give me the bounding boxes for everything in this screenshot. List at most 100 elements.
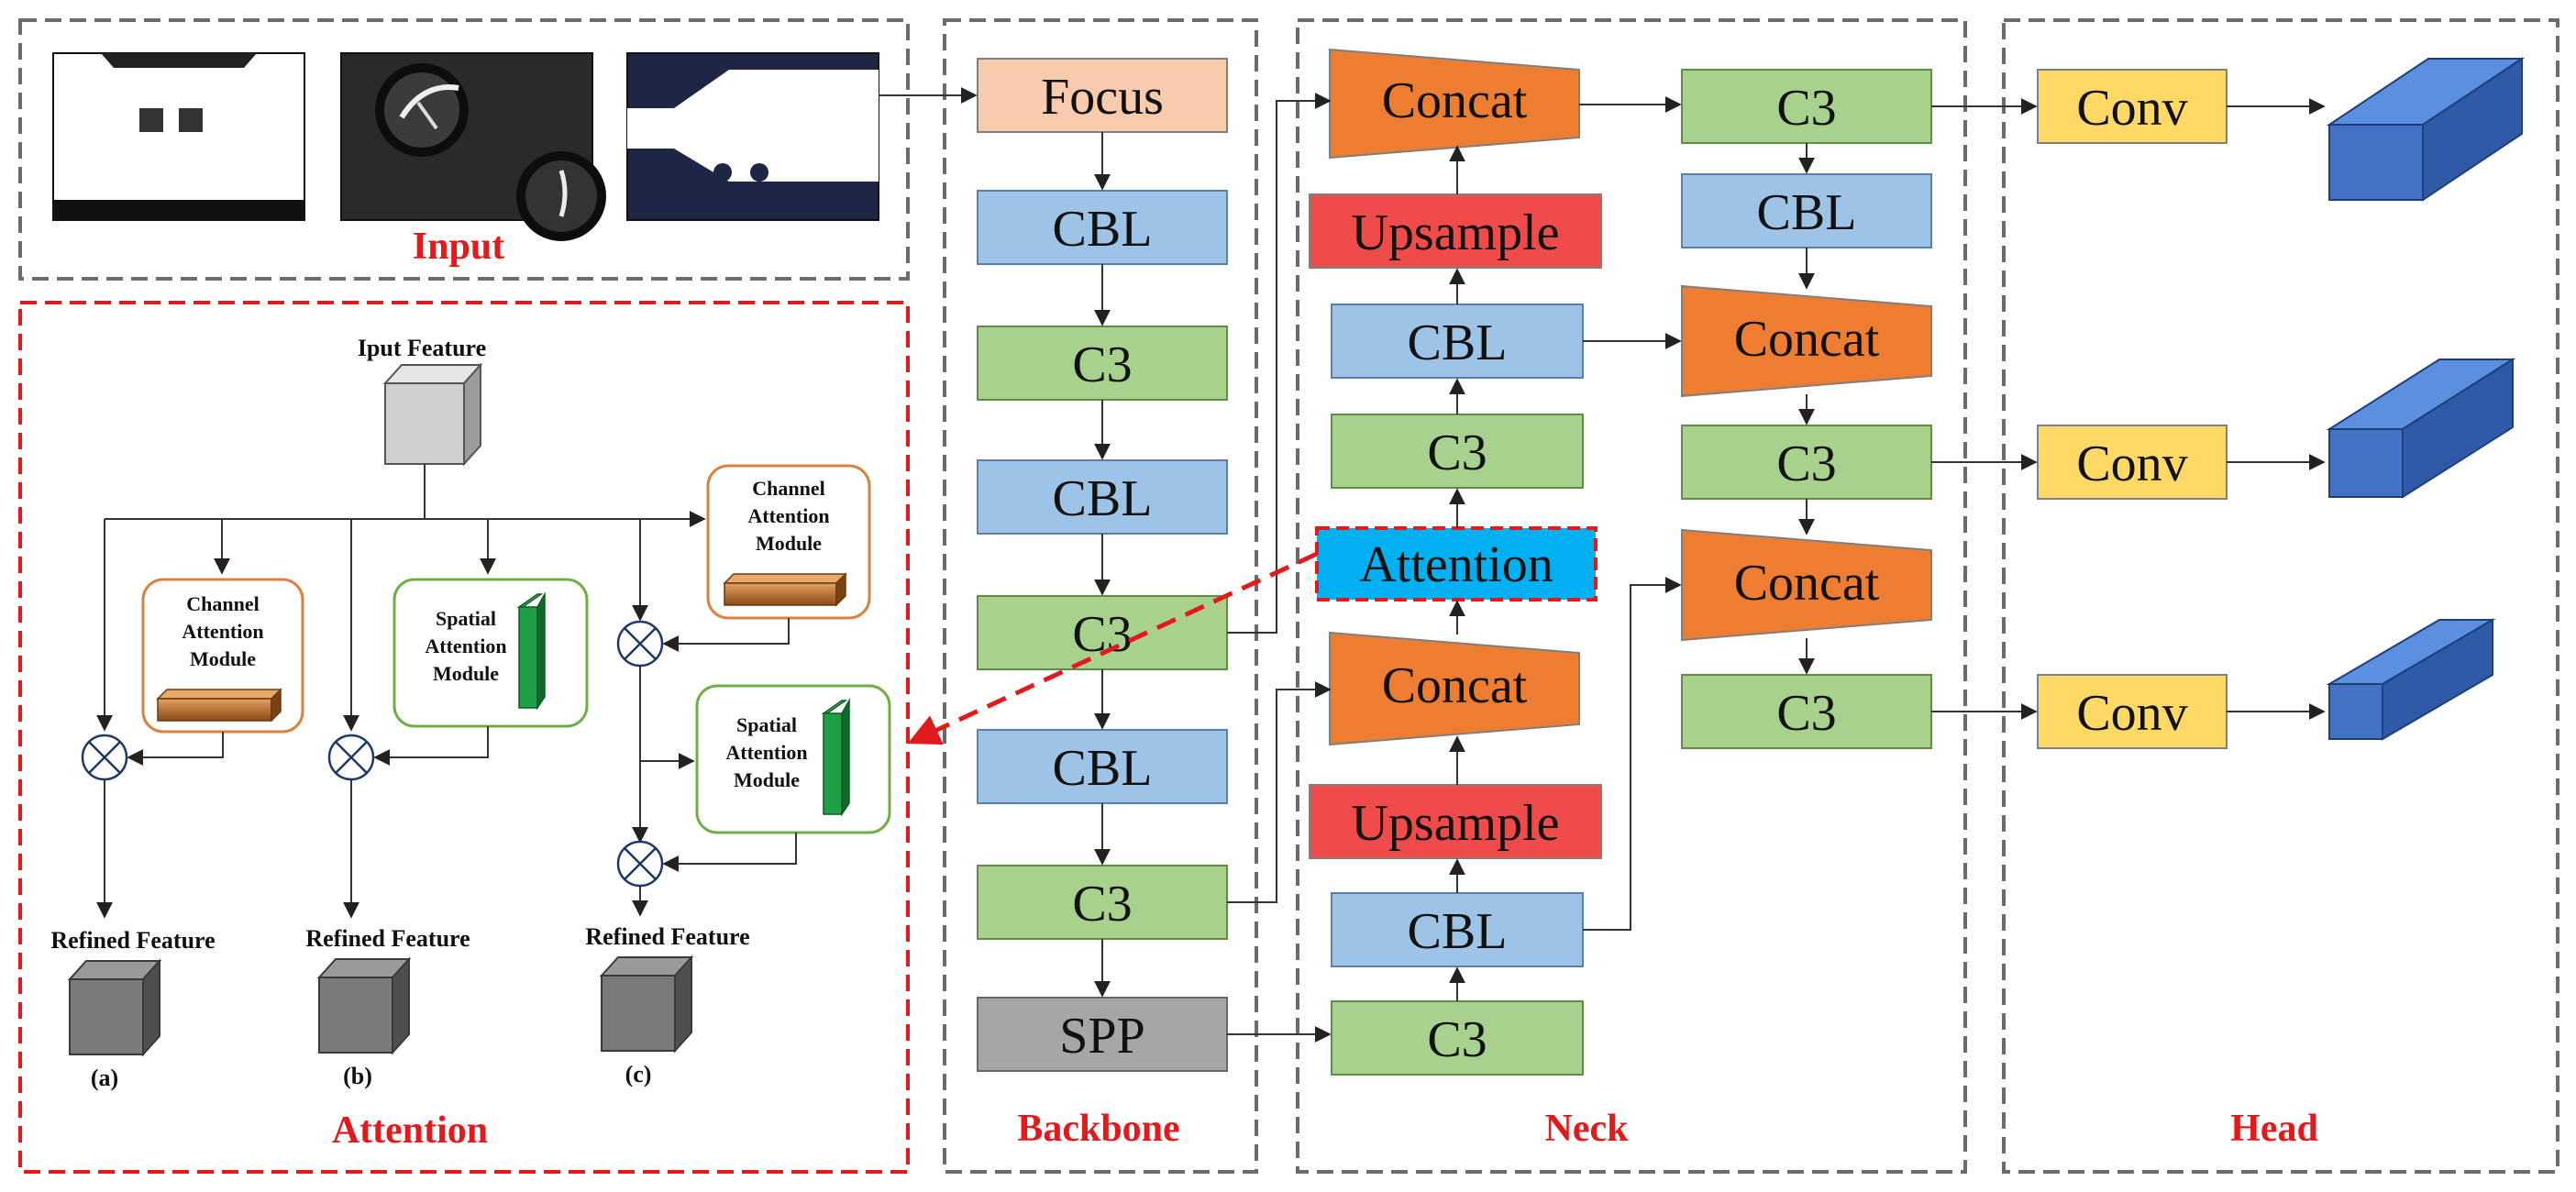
svg-text:CBL: CBL [1408, 903, 1508, 960]
backbone-cbl-3: CBL [977, 729, 1228, 804]
attention-section-title: Attention [332, 1109, 488, 1152]
spatial-module-c-line3: Module [734, 768, 800, 791]
backbone-panel [943, 18, 1258, 1174]
input-feature-cube [382, 362, 483, 467]
label-b: (b) [343, 1063, 372, 1089]
channel-a-to-multiply [127, 732, 224, 766]
svg-text:Conv: Conv [2076, 80, 2187, 137]
input-image-3 [626, 52, 879, 221]
channel-module-c-line3: Module [756, 532, 822, 555]
channel-module-a-line3: Module [190, 647, 256, 670]
backbone-c3-1: C3 [977, 326, 1228, 401]
svg-text:Concat: Concat [1734, 311, 1880, 368]
svg-text:Conv: Conv [2076, 436, 2187, 492]
neck-concat-3: Concat [1681, 284, 1932, 398]
channel-module-a-line1: Channel [186, 592, 259, 615]
spatial-module-c-line1: Spatial [736, 713, 797, 736]
input-feature-label: Iput Feature [358, 335, 486, 361]
neck-concat-4: Concat [1681, 528, 1932, 642]
multiply-c2-icon [616, 840, 664, 888]
cross-connections [1227, 93, 1682, 1043]
neck-c3-top: C3 [1681, 69, 1932, 144]
neck-cbl-1: CBL [1331, 304, 1584, 379]
spatial-module-b-line3: Module [433, 662, 499, 685]
neck-section-title: Neck [1545, 1108, 1630, 1150]
svg-text:SPP: SPP [1059, 1008, 1144, 1065]
backbone-focus: Focus [977, 58, 1228, 133]
svg-text:CBL: CBL [1053, 201, 1153, 258]
spatial-b-to-multiply [373, 726, 489, 766]
neck-c3-low: C3 [1681, 674, 1932, 749]
input-image-1 [52, 52, 305, 221]
svg-text:Focus: Focus [1041, 69, 1164, 126]
head-conv-1: Conv [2037, 69, 2228, 144]
svg-text:C3: C3 [1427, 1011, 1487, 1068]
channel-module-c-line2: Attention [747, 504, 829, 527]
svg-text:Concat: Concat [1382, 657, 1528, 714]
neck-cbl-top: CBL [1681, 173, 1932, 248]
output-cube-medium [2326, 358, 2516, 499]
multiply-b-icon [327, 734, 375, 781]
neck-concat-1: Concat [1329, 48, 1580, 160]
refined-feature-b-label: Refined Feature [305, 925, 470, 952]
label-a: (a) [91, 1065, 118, 1091]
channel-c-to-multiply [662, 618, 790, 652]
channel-pool-bar-a-icon [156, 688, 282, 723]
neck-cbl-2: CBL [1331, 892, 1584, 967]
input-feature-trunk [105, 464, 640, 520]
neck-panel [1296, 18, 1967, 1174]
refined-feature-c-label: Refined Feature [585, 923, 749, 950]
svg-text:C3: C3 [1427, 425, 1487, 481]
channel-module-c-line1: Channel [752, 477, 824, 500]
backbone-cbl-2: CBL [977, 459, 1228, 535]
svg-text:C3: C3 [1776, 436, 1836, 492]
refined-feature-b-cube [316, 956, 412, 1055]
neck-c3-1: C3 [1331, 414, 1584, 489]
neck-to-head-arrows [1931, 98, 2326, 720]
svg-text:Upsample: Upsample [1351, 204, 1559, 261]
neck-c3-bottom: C3 [1331, 1000, 1584, 1076]
spatial-map-b-icon [516, 591, 546, 711]
svg-text:Concat: Concat [1382, 72, 1528, 129]
svg-text:C3: C3 [1776, 685, 1836, 742]
head-panel [2002, 18, 2559, 1174]
head-section-title: Head [2230, 1108, 2318, 1150]
svg-text:Attention: Attention [1359, 536, 1553, 593]
svg-text:Concat: Concat [1734, 555, 1880, 612]
input-image-2 [340, 52, 606, 241]
spatial-map-c-icon [821, 698, 850, 817]
backbone-spp: SPP [977, 997, 1228, 1072]
spatial-module-b-line1: Spatial [436, 607, 496, 630]
svg-text:CBL: CBL [1053, 470, 1153, 527]
neck-attention: Attention [1315, 526, 1598, 602]
neck-upsample-2: Upsample [1309, 784, 1602, 859]
neck-upsample-1: Upsample [1309, 193, 1602, 269]
head-conv-3: Conv [2037, 674, 2228, 749]
svg-text:CBL: CBL [1408, 315, 1508, 371]
svg-text:Upsample: Upsample [1351, 795, 1559, 852]
spatial-c-to-multiply [662, 833, 797, 872]
svg-text:C3: C3 [1072, 876, 1132, 933]
backbone-section-title: Backbone [1017, 1108, 1179, 1150]
refined-feature-a-label: Refined Feature [50, 927, 215, 954]
label-c: (c) [625, 1061, 652, 1087]
channel-pool-bar-c-icon [723, 572, 847, 607]
svg-text:C3: C3 [1072, 337, 1132, 393]
refined-feature-c-cube [599, 955, 694, 1054]
multiply-a-icon [81, 734, 128, 781]
spatial-module-c-line2: Attention [725, 741, 807, 764]
svg-text:CBL: CBL [1053, 740, 1153, 797]
svg-text:C3: C3 [1776, 80, 1836, 137]
neck-c3-mid: C3 [1681, 425, 1932, 500]
backbone-c3-3: C3 [977, 865, 1228, 940]
backbone-c3-2: C3 [977, 595, 1228, 670]
input-section-title: Input [413, 226, 504, 268]
attention-detail-link [907, 551, 1319, 745]
multiply-c1-icon [616, 620, 664, 668]
svg-text:Conv: Conv [2076, 685, 2187, 742]
output-cube-large [2326, 57, 2526, 202]
output-cube-small [2326, 618, 2496, 741]
svg-text:CBL: CBL [1757, 184, 1857, 241]
refined-feature-a-cube [67, 958, 162, 1057]
